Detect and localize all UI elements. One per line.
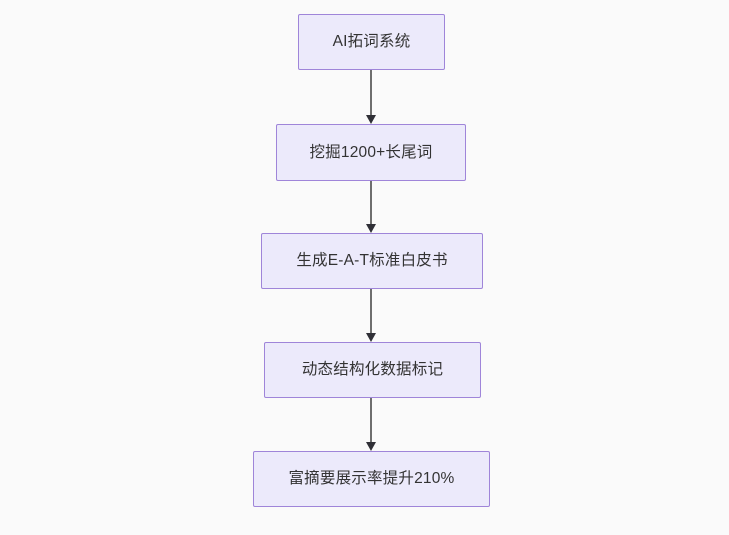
flow-edge-1-2-line (370, 70, 372, 115)
flow-node-4-label: 动态结构化数据标记 (301, 361, 444, 379)
flow-edge-3-4 (365, 289, 376, 342)
flow-edge-2-3 (365, 181, 376, 233)
flow-node-1[interactable]: AI拓词系统 (298, 14, 445, 70)
flow-node-4[interactable]: 动态结构化数据标记 (264, 342, 481, 398)
flow-edge-4-5-arrowhead (365, 442, 376, 451)
flow-edge-3-4-line (370, 289, 372, 333)
flow-node-3[interactable]: 生成E-A-T标准白皮书 (261, 233, 483, 289)
flow-node-3-label: 生成E-A-T标准白皮书 (296, 252, 448, 270)
flow-edge-2-3-arrowhead (365, 224, 376, 233)
flow-edge-1-2-arrowhead (365, 115, 376, 124)
flow-edge-1-2 (365, 70, 376, 124)
flow-edge-4-5 (365, 398, 376, 451)
flow-edge-3-4-arrowhead (365, 333, 376, 342)
flow-node-1-label: AI拓词系统 (332, 33, 411, 51)
flow-edge-4-5-line (370, 398, 372, 442)
flow-node-2-label: 挖掘1200+长尾词 (309, 143, 433, 161)
flow-node-2[interactable]: 挖掘1200+长尾词 (276, 124, 466, 181)
flow-edge-2-3-line (370, 181, 372, 224)
flow-node-5[interactable]: 富摘要展示率提升210% (253, 451, 490, 507)
flow-node-5-label: 富摘要展示率提升210% (288, 470, 455, 488)
